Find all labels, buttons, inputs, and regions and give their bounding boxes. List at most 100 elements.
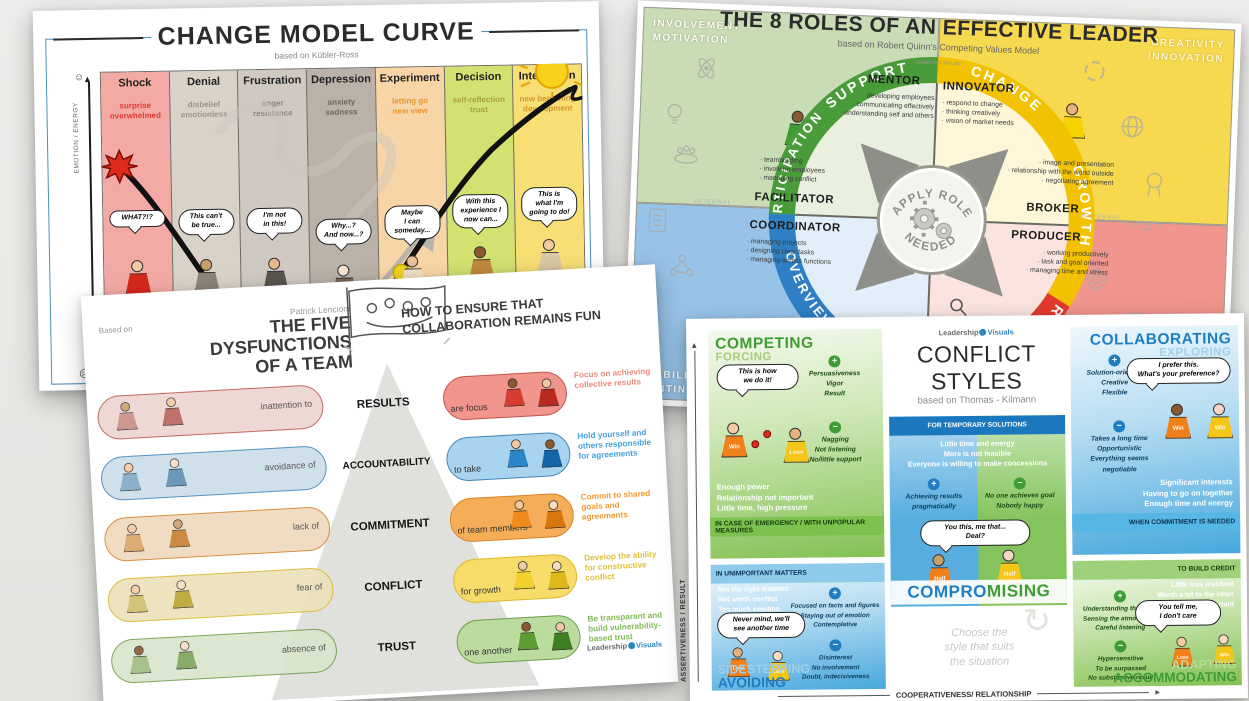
title-rule-left bbox=[53, 36, 144, 41]
stage-feelings: disbelief emotionless bbox=[180, 99, 228, 120]
poster-title: CONFLICT STYLES bbox=[916, 340, 1037, 395]
use-case-band: TO BUILD CREDIT bbox=[1072, 559, 1241, 580]
speech-bubble: You this, me that... Deal? bbox=[920, 519, 1031, 546]
figure-head bbox=[179, 640, 190, 651]
figure-body bbox=[175, 651, 197, 670]
figure-head bbox=[555, 621, 566, 632]
center-arrows bbox=[855, 143, 1009, 297]
left-title-block: Based on Patrick Lencioni THE FIVE DYSFU… bbox=[98, 303, 353, 385]
figure-head bbox=[130, 260, 144, 273]
use-when-text: Significant interests Having to go on to… bbox=[1142, 477, 1234, 509]
pros-text: Achieving results pragmatically bbox=[905, 493, 963, 511]
figure-label: Win bbox=[1172, 425, 1184, 432]
keyword: TRUST bbox=[377, 640, 417, 655]
cons-text: No one achieves goal Nobody happy bbox=[985, 492, 1055, 510]
figure-body bbox=[510, 510, 532, 529]
stage-name: Decision bbox=[455, 70, 502, 84]
panel-collaborating: COLLABORATING EXPLORING + Solution-orien… bbox=[1070, 325, 1241, 555]
poster-five-dysfunctions: Based on Patrick Lencioni THE FIVE DYSFU… bbox=[80, 264, 679, 701]
cycle-arrow-icon: ↻ bbox=[1022, 602, 1052, 641]
cartoon-figure bbox=[545, 560, 571, 594]
cartoon-figure bbox=[535, 378, 561, 411]
cartoon-figure-win: Win bbox=[719, 422, 749, 462]
logo-dot-icon bbox=[627, 641, 636, 650]
assertiveness-axis-label: ASSERTIVENESS / RESULT bbox=[679, 578, 688, 683]
plus-icon: + bbox=[828, 587, 841, 600]
cartoon-figure bbox=[117, 462, 143, 495]
use-case-band: WHEN COMMITMENT IS NEEDED bbox=[1072, 512, 1241, 533]
cartoon-figure-win: Win bbox=[1163, 403, 1193, 444]
plus-icon: + bbox=[927, 478, 940, 491]
style-choice-note: ↻ Choose the style that suits the situat… bbox=[891, 602, 1068, 677]
figure-body bbox=[165, 468, 187, 487]
award-medal-icon bbox=[1146, 172, 1163, 197]
dysfunction-pill: absence of bbox=[110, 627, 339, 685]
use-case-band: IN UNIMPORTANT MATTERS bbox=[710, 562, 885, 584]
figure-head bbox=[1176, 636, 1187, 648]
row-prefix: lack of bbox=[292, 520, 320, 532]
stage-feelings: letting go new view bbox=[392, 96, 429, 117]
figure-head bbox=[405, 255, 418, 268]
cons-block: − Takes a long time Opportunistic Everyt… bbox=[1073, 420, 1166, 476]
panel-avoiding: IN UNIMPORTANT MATTERS Not the right mom… bbox=[710, 562, 886, 691]
row-prefix: fear of bbox=[296, 581, 323, 593]
pros-block: + Achieving results pragmatically bbox=[892, 478, 976, 513]
cartoon-figure bbox=[114, 401, 140, 434]
use-case-band: IN CASE OF EMERGENCY / WITH UNPOPULAR ME… bbox=[710, 515, 885, 537]
dysfunction-rows: inattention to RESULTS are focus Focus o… bbox=[96, 361, 670, 701]
role-mentor-bullets: · developing employees · communicating e… bbox=[839, 92, 935, 121]
stage-name: Depression bbox=[310, 73, 372, 87]
row-description: Hold yourself and others responsible for… bbox=[577, 428, 652, 461]
role-coordinator-bullets: · managing projects · designing clear ta… bbox=[745, 237, 832, 267]
row-description: Focus on achieving collective results bbox=[573, 366, 651, 390]
figure-head bbox=[169, 458, 180, 469]
cartoon-figure bbox=[121, 523, 147, 556]
y-axis-label: EMOTION / ENERGY bbox=[72, 102, 81, 174]
figure-body bbox=[513, 571, 535, 590]
figure-label: Win bbox=[728, 444, 740, 451]
speech-bubble: Never mind, we'll see another time bbox=[717, 611, 806, 639]
cartoon-figure bbox=[170, 579, 196, 613]
axis-arrow-icon: ▶ bbox=[1155, 689, 1160, 697]
solution-pill: of team members bbox=[448, 492, 575, 544]
plus-icon: + bbox=[1108, 354, 1121, 367]
gears-icon bbox=[910, 200, 952, 239]
panel-compromising: FOR TEMPORARY SOLUTIONS Little time and … bbox=[889, 414, 1068, 607]
use-when-text: Not the right moment Not worth conflict … bbox=[717, 585, 789, 614]
stage-name: Frustration bbox=[243, 74, 302, 88]
figure-label: Half bbox=[1003, 571, 1016, 578]
figure-head bbox=[165, 397, 177, 408]
figure-body bbox=[548, 571, 570, 590]
title-rule-right bbox=[488, 28, 580, 33]
figure-head bbox=[510, 439, 521, 450]
speech-bubble: You tell me, I don't care bbox=[1134, 599, 1222, 626]
minus-icon: − bbox=[1013, 477, 1026, 490]
atom-icon bbox=[698, 57, 715, 79]
poster-subtitle: based on Thomas - Kilmann bbox=[917, 394, 1037, 407]
style-name-compromising: COMPROMISING bbox=[890, 578, 1067, 605]
cartoon-figure bbox=[515, 621, 541, 654]
figure-head bbox=[1212, 403, 1226, 416]
stage-name: Integration bbox=[518, 69, 576, 83]
row-description: Develop the ability for constructive con… bbox=[583, 549, 657, 583]
based-on-label: Based on bbox=[98, 324, 133, 336]
speech-bubble: I prefer this. What's your preference? bbox=[1126, 357, 1231, 384]
minus-icon: − bbox=[1114, 640, 1127, 653]
figure-body bbox=[172, 590, 194, 609]
figure-body bbox=[507, 449, 529, 468]
stage-feelings: anxiety sadness bbox=[325, 97, 358, 118]
minus-icon: − bbox=[829, 421, 842, 434]
plus-icon: + bbox=[828, 355, 841, 368]
figure-head bbox=[130, 584, 141, 595]
keyword: CONFLICT bbox=[364, 578, 423, 594]
row-prefix: absence of bbox=[281, 642, 327, 655]
cons-text: Nagging Not listening No/little support bbox=[809, 436, 862, 465]
role-facilitator-bullets: · teambuilding · involving employees · m… bbox=[759, 156, 826, 184]
stage-feelings: surprise overwhelmed bbox=[109, 100, 162, 122]
figure-head bbox=[1002, 549, 1015, 562]
solution-pill: to take bbox=[445, 431, 572, 483]
logo-word-1: Leadership bbox=[938, 327, 979, 338]
cartoon-figure bbox=[163, 458, 189, 491]
style-name-avoiding: AVOIDING bbox=[717, 673, 787, 691]
figure-head bbox=[551, 560, 562, 572]
